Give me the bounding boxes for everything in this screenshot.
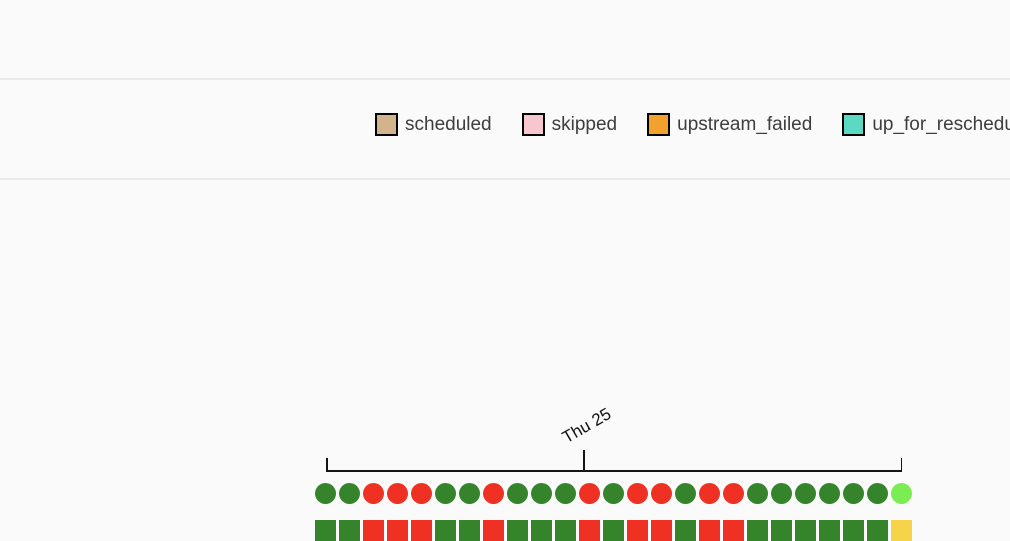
task-instance-square[interactable] <box>891 520 912 541</box>
dag-run-circle[interactable] <box>747 483 768 504</box>
legend-label: up_for_reschedule <box>872 113 1010 135</box>
task-instance-square[interactable] <box>579 520 600 541</box>
task-instance-square[interactable] <box>795 520 816 541</box>
task-instance-square[interactable] <box>627 520 648 541</box>
task-instance-square[interactable] <box>699 520 720 541</box>
task-instance-square[interactable] <box>819 520 840 541</box>
task-instance-square[interactable] <box>723 520 744 541</box>
dag-run-circle[interactable] <box>531 483 552 504</box>
dag-run-circle[interactable] <box>819 483 840 504</box>
task-instance-square[interactable] <box>747 520 768 541</box>
dag-run-circle[interactable] <box>315 483 336 504</box>
status-legend: scheduled skipped upstream_failed up_for_re… <box>375 113 1010 136</box>
legend-item-scheduled: scheduled <box>375 113 492 136</box>
task-instance-square[interactable] <box>651 520 672 541</box>
task-instance-square[interactable] <box>315 520 336 541</box>
dag-run-circle[interactable] <box>603 483 624 504</box>
task-instance-square[interactable] <box>531 520 552 541</box>
legend-label: skipped <box>551 113 618 135</box>
dag-run-circle[interactable] <box>387 483 408 504</box>
top-bar <box>0 0 1010 80</box>
task-instance-square[interactable] <box>339 520 360 541</box>
dag-run-circle[interactable] <box>435 483 456 504</box>
chart-area: Thu 25 <box>0 180 1010 541</box>
dag-run-circle[interactable] <box>795 483 816 504</box>
dag-run-circle[interactable] <box>363 483 384 504</box>
legend-item-skipped: skipped <box>521 113 618 136</box>
axis-tick-start <box>326 458 328 471</box>
dag-run-circle[interactable] <box>843 483 864 504</box>
legend-swatch-up_for_reschedule <box>842 113 866 136</box>
timeline-axis-line <box>326 470 902 472</box>
task-instance-square[interactable] <box>867 520 888 541</box>
task-instances-row <box>315 520 912 541</box>
task-instance-square[interactable] <box>555 520 576 541</box>
dag-run-circle[interactable] <box>723 483 744 504</box>
dag-runs-row <box>315 483 912 504</box>
task-instance-square[interactable] <box>387 520 408 541</box>
dag-run-circle[interactable] <box>867 483 888 504</box>
legend-swatch-upstream_failed <box>647 113 671 136</box>
task-instance-square[interactable] <box>771 520 792 541</box>
dag-run-circle[interactable] <box>411 483 432 504</box>
task-instance-square[interactable] <box>603 520 624 541</box>
dag-run-circle[interactable] <box>555 483 576 504</box>
task-instance-square[interactable] <box>507 520 528 541</box>
dag-run-circle[interactable] <box>891 483 912 504</box>
legend-swatch-skipped <box>521 113 545 136</box>
dag-run-circle[interactable] <box>339 483 360 504</box>
axis-tick-label: Thu 25 <box>559 404 615 448</box>
legend-item-upstream_failed: upstream_failed <box>647 113 812 136</box>
dag-run-circle[interactable] <box>699 483 720 504</box>
legend-swatch-scheduled <box>375 113 398 136</box>
dag-run-circle[interactable] <box>771 483 792 504</box>
dag-run-circle[interactable] <box>507 483 528 504</box>
task-instance-square[interactable] <box>459 520 480 541</box>
dag-run-circle[interactable] <box>579 483 600 504</box>
axis-tick-end <box>900 458 902 471</box>
task-instance-square[interactable] <box>435 520 456 541</box>
legend-item-up_for_reschedule: up_for_reschedule <box>842 113 1010 136</box>
dag-run-circle[interactable] <box>459 483 480 504</box>
dag-run-circle[interactable] <box>627 483 648 504</box>
task-instance-square[interactable] <box>363 520 384 541</box>
dag-run-circle[interactable] <box>651 483 672 504</box>
legend-bar: scheduled skipped upstream_failed up_for_re… <box>0 80 1010 180</box>
task-instance-square[interactable] <box>843 520 864 541</box>
task-instance-square[interactable] <box>675 520 696 541</box>
legend-label: scheduled <box>405 113 492 135</box>
dag-run-circle[interactable] <box>483 483 504 504</box>
legend-label: upstream_failed <box>677 113 813 135</box>
dag-run-circle[interactable] <box>675 483 696 504</box>
task-instance-square[interactable] <box>483 520 504 541</box>
axis-tick-thu25 <box>583 450 585 471</box>
task-instance-square[interactable] <box>411 520 432 541</box>
